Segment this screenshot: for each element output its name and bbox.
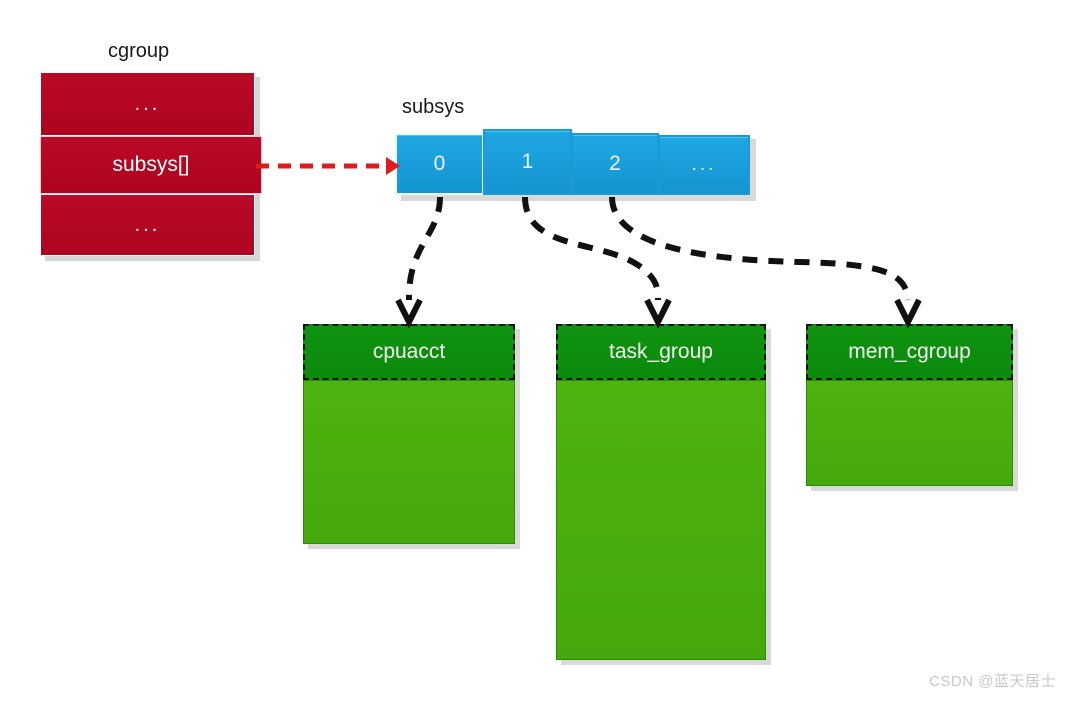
- subsystem-box-body: [303, 380, 515, 544]
- subsystem-box-header: task_group: [556, 324, 766, 380]
- subsystem-box-header: mem_cgroup: [806, 324, 1013, 380]
- subsystem-box-header: cpuacct: [303, 324, 515, 380]
- subsys-cell-0[interactable]: 0: [395, 133, 484, 195]
- subsystem-box-mem-cgroup: mem_cgroup: [806, 324, 1018, 491]
- cgroup-row-ellipsis-bottom: ...: [40, 194, 255, 256]
- subsystem-box-cpuacct: cpuacct: [303, 324, 520, 549]
- subsystem-box-title: mem_cgroup: [848, 340, 971, 363]
- subsys-cell-label: 1: [521, 150, 534, 173]
- cgroup-row-label: subsys[]: [112, 153, 190, 176]
- subsys-cell-label: 0: [433, 152, 446, 175]
- subsystem-box-body: [556, 380, 766, 660]
- cgroup-row-ellipsis-top: ...: [40, 72, 255, 136]
- subsystem-box-body: [806, 380, 1013, 486]
- subsys-cell-label: 2: [609, 152, 621, 175]
- cgroup-row-subsys-field[interactable]: subsys[]: [40, 136, 262, 194]
- subsystem-box-title: cpuacct: [372, 340, 446, 363]
- subsys-cell-1[interactable]: 1: [483, 129, 572, 195]
- connector-subsys0-to-cpuacct: [395, 196, 443, 329]
- connector-subsys2-to-mem-cgroup: [609, 196, 922, 329]
- csdn-watermark: CSDN @蓝天居士: [929, 673, 1056, 690]
- subsys-title-label: subsys: [402, 96, 465, 118]
- subsys-cell-ellipsis[interactable]: ...: [658, 135, 750, 195]
- cgroup-struct-box: ... subsys[] ...: [40, 72, 262, 261]
- cgroup-title-label: cgroup: [108, 40, 170, 62]
- subsys-cell-2[interactable]: 2: [571, 133, 659, 195]
- subsystem-box-task-group: task_group: [556, 324, 771, 665]
- subsys-cell-label: ...: [691, 154, 717, 175]
- cgroup-row-label: ...: [134, 92, 161, 115]
- cgroup-row-label: ...: [134, 213, 161, 236]
- connector-cgroup-to-subsys: [256, 157, 400, 175]
- subsystem-box-title: task_group: [609, 340, 713, 363]
- connector-subsys1-to-task-group: [522, 196, 672, 329]
